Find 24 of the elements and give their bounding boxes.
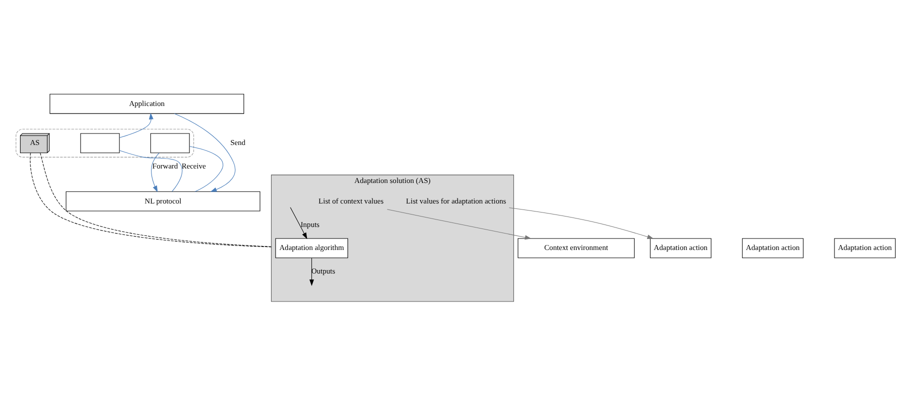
arrow <box>118 112 153 138</box>
node-box <box>150 133 190 154</box>
node-box: Application <box>49 94 244 114</box>
cluster <box>15 128 194 158</box>
node-box: NL protocol <box>65 191 260 212</box>
node-box: Context environment <box>517 238 634 258</box>
edge-label: Receive <box>181 162 206 171</box>
node-text: List of context values <box>318 196 384 206</box>
node-box: Adaptation action <box>742 238 803 258</box>
edge-label: Inputs <box>300 220 319 229</box>
node-box: Adaptation action <box>649 238 711 258</box>
connector <box>118 150 182 192</box>
arrow <box>290 207 307 240</box>
arrow <box>150 152 159 192</box>
arrow <box>308 258 314 286</box>
edge-label: Forward <box>152 162 178 171</box>
node-text: List values for adaptation actions <box>406 196 506 206</box>
arrow <box>508 207 654 239</box>
node-box: Adaptation algorithm <box>274 238 348 258</box>
connector <box>188 146 223 192</box>
node-box: Adaptation action <box>834 238 896 258</box>
node-box <box>80 133 120 154</box>
arrow <box>386 209 531 240</box>
edge-label: Send <box>230 138 245 148</box>
